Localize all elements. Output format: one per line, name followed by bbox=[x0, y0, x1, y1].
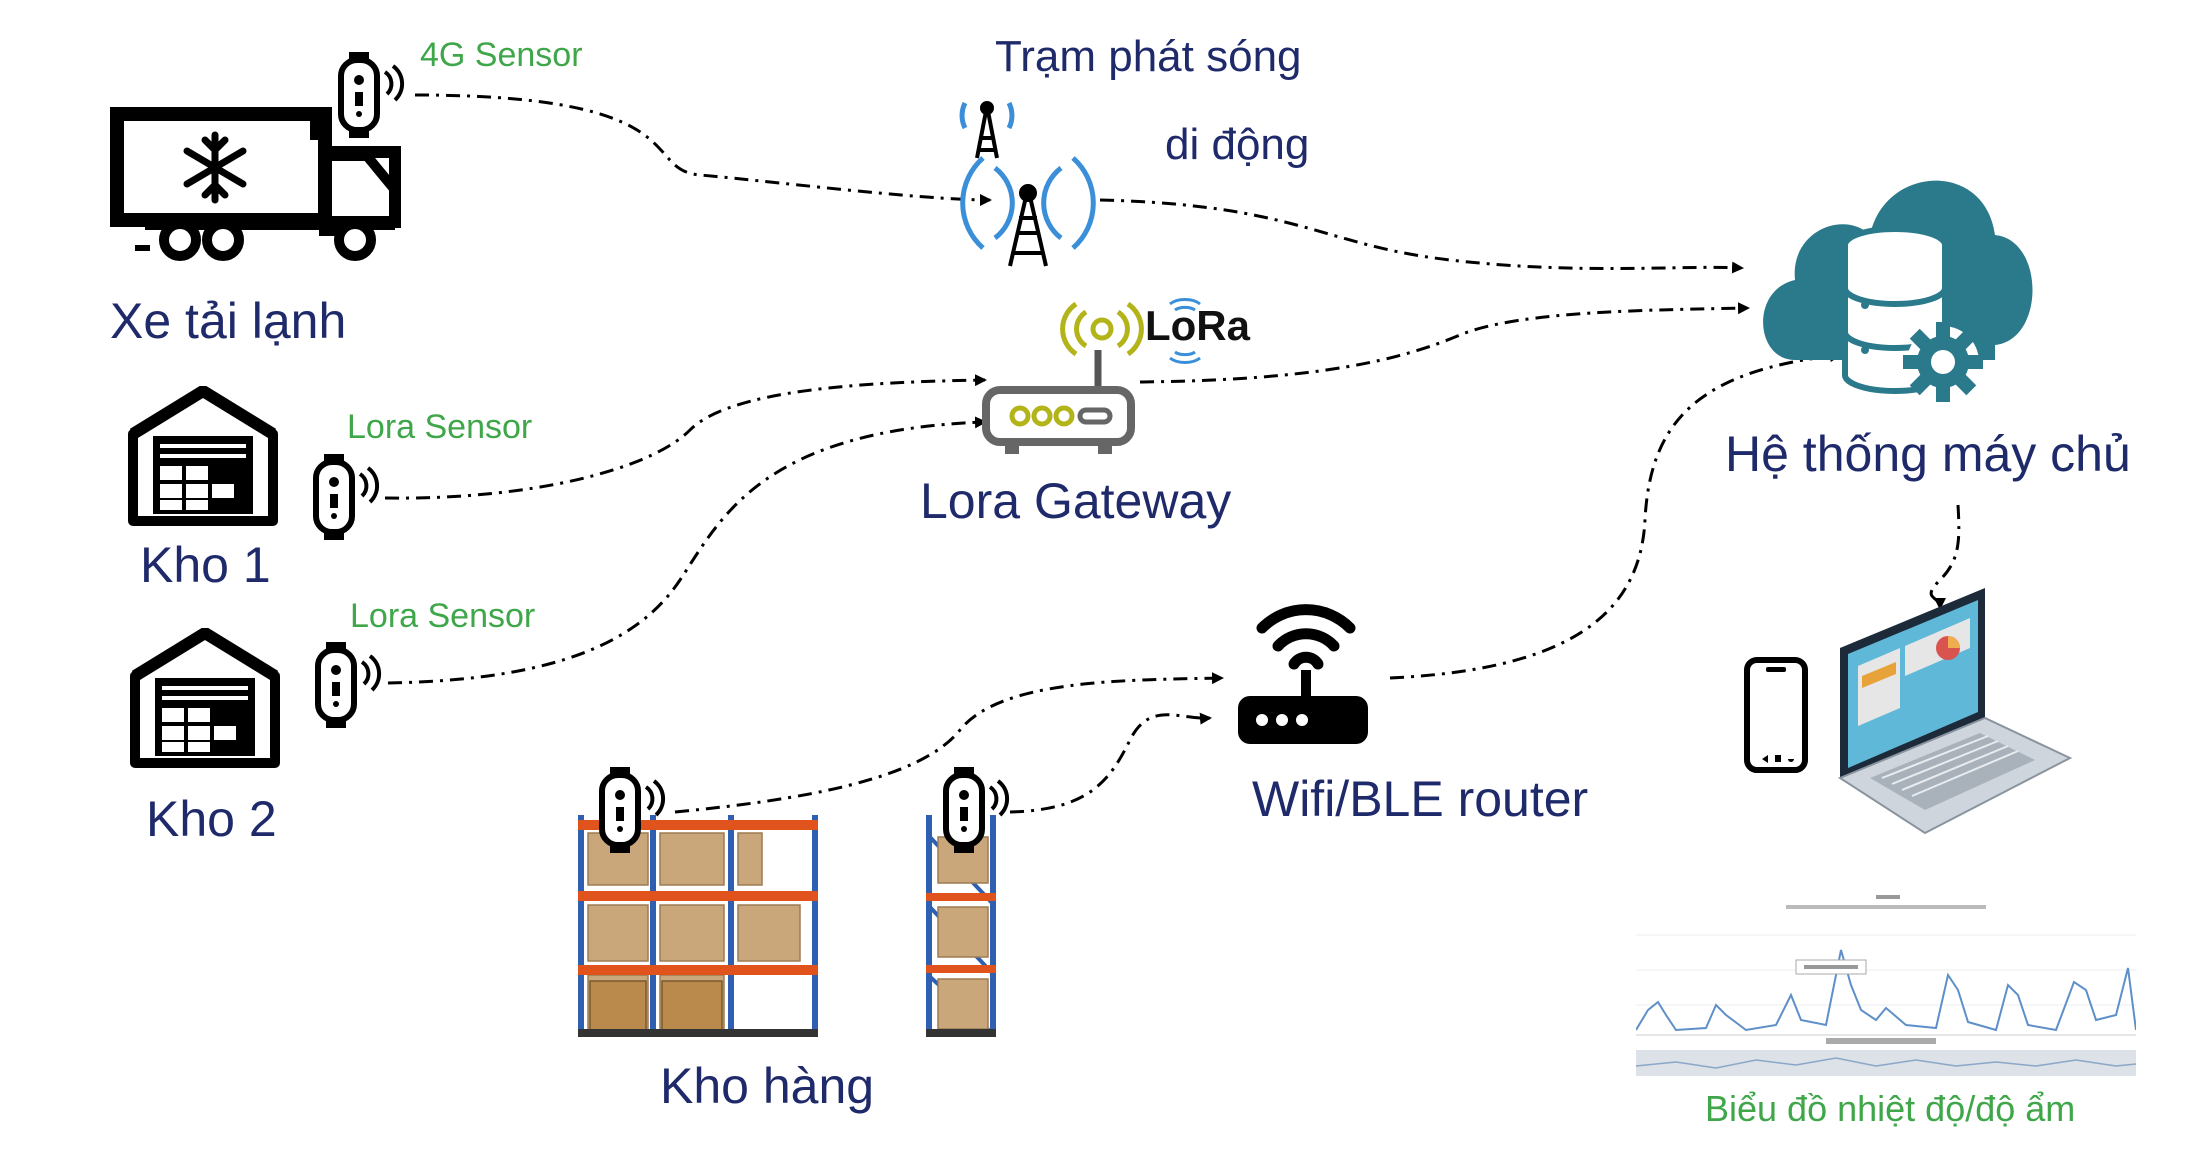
line-kho1-to-gateway bbox=[384, 374, 987, 500]
line-tower-to-server bbox=[1099, 198, 1744, 274]
lora-gateway-icon bbox=[982, 350, 1135, 454]
line-rack2-to-router bbox=[1009, 712, 1212, 814]
wifi-router-icon bbox=[1238, 604, 1368, 744]
sensor-4g-label: 4G Sensor bbox=[420, 36, 583, 74]
warehouse-icon bbox=[130, 628, 280, 768]
sensor-icon bbox=[338, 52, 405, 138]
warehouse-rack-icon bbox=[578, 815, 996, 1037]
kho1-label: Kho 1 bbox=[140, 537, 271, 593]
kho-hang-label: Kho hàng bbox=[660, 1058, 875, 1114]
sensor-icon bbox=[313, 454, 380, 540]
sensor-icon bbox=[315, 642, 382, 728]
line-kho2-to-gateway bbox=[387, 416, 987, 685]
truck-label: Xe tải lạnh bbox=[110, 293, 347, 349]
lora-sensor-2-label: Lora Sensor bbox=[350, 597, 536, 635]
chart-caption: Biểu đồ nhiệt độ/độ ẩm bbox=[1705, 1088, 2076, 1129]
server-label: Hệ thống máy chủ bbox=[1725, 426, 2131, 482]
lora-logo-icon bbox=[1060, 301, 1144, 357]
tower-label-line2: di động bbox=[1165, 120, 1310, 169]
line-server-to-laptop bbox=[1929, 504, 1961, 610]
laptop-icon bbox=[1837, 588, 2073, 835]
mini-chart-icon bbox=[1636, 890, 2136, 1080]
sensor-icon bbox=[943, 767, 1010, 853]
gear-icon bbox=[1903, 322, 1983, 402]
truck-icon bbox=[110, 107, 401, 261]
warehouse-icon bbox=[128, 386, 278, 526]
line-rack1-to-router bbox=[674, 672, 1224, 814]
lora-logo-text: LoRa bbox=[1145, 302, 1250, 349]
lora-sensor-1-label: Lora Sensor bbox=[347, 408, 533, 446]
sensor-icon bbox=[599, 767, 666, 853]
line-truck-to-tower bbox=[414, 93, 992, 206]
cloud-server-icon bbox=[1763, 180, 2033, 402]
phone-icon bbox=[1744, 657, 1808, 773]
lora-gateway-label: Lora Gateway bbox=[920, 473, 1232, 529]
wifi-router-label: Wifi/BLE router bbox=[1252, 771, 1589, 827]
cell-tower-icon bbox=[959, 101, 1096, 267]
lora-waves-icon bbox=[1169, 298, 1201, 364]
kho2-label: Kho 2 bbox=[146, 791, 277, 847]
snowflake-icon bbox=[183, 131, 247, 204]
tower-label-line1: Trạm phát sóng bbox=[995, 32, 1302, 81]
line-router-to-server bbox=[1389, 350, 1842, 680]
line-gateway-to-server bbox=[1139, 302, 1750, 384]
